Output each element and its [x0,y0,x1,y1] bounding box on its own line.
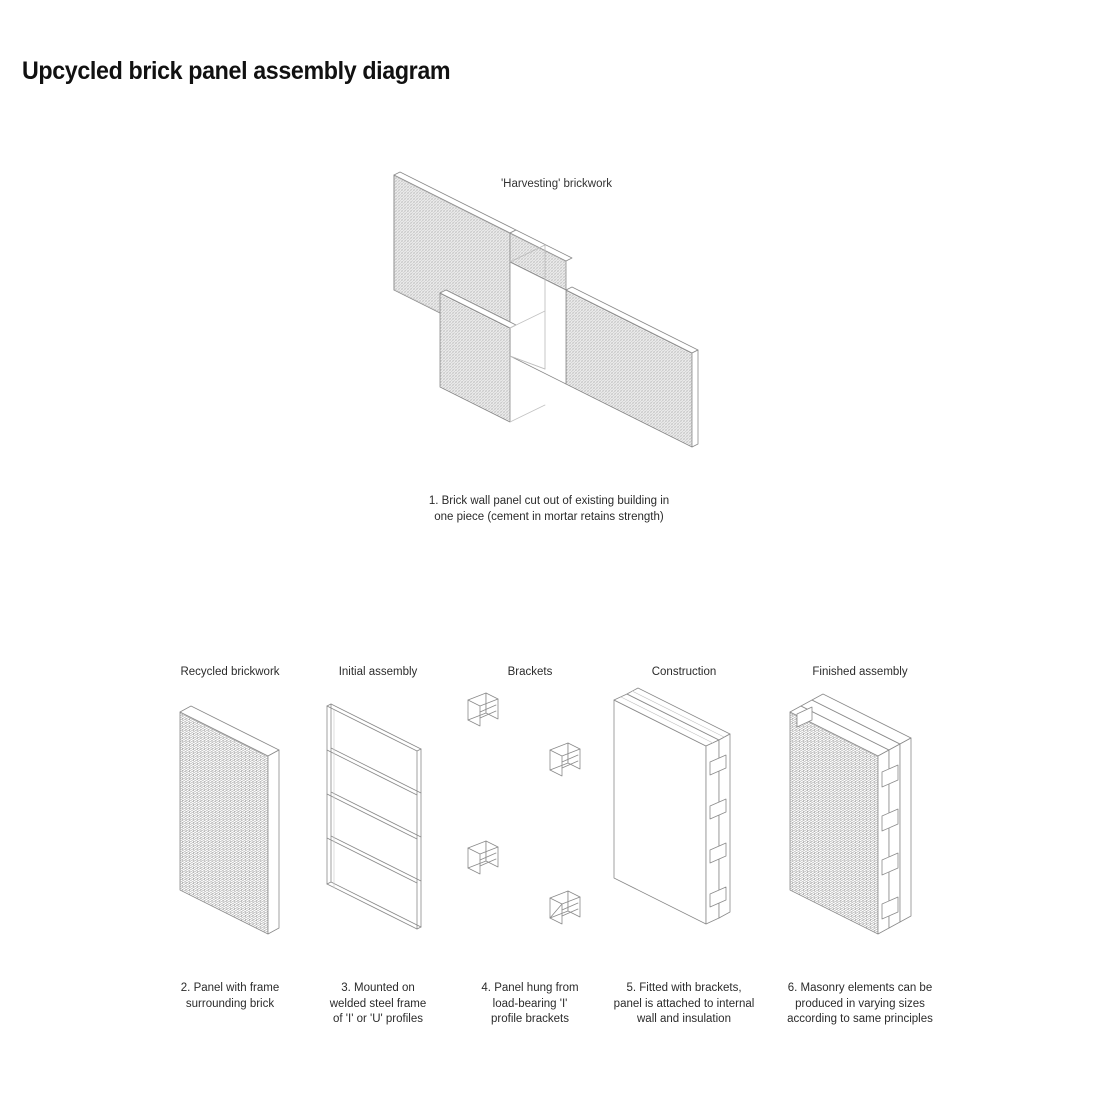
caption-step-5: 5. Fitted with brackets, panel is attach… [613,982,755,1025]
bracket [467,692,499,727]
bracket [549,742,581,777]
bracket [467,840,499,875]
caption-step-1: 1. Brick wall panel cut out of existing … [428,495,670,523]
step-brackets-graphic [467,692,581,925]
caption-step-4: 4. Panel hung from load-bearing 'I' prof… [481,982,579,1025]
step-finished-assembly-graphic [789,693,912,935]
harvesting-wall-figure [393,171,699,448]
caption-step-3: 3. Mounted on welded steel frame of 'I' … [329,982,427,1025]
wall-segment-left [393,171,517,349]
caption-step-2: 2. Panel with frame surrounding brick [180,982,280,1010]
step-construction-graphic [613,687,731,925]
wall-main-body [394,175,566,425]
wall-segment-lower-left [440,293,510,422]
extracted-panel [439,289,546,423]
harvesting-label: 'Harvesting' brickwork [500,178,613,190]
caption-step-6: 6. Masonry elements can be produced in v… [787,982,933,1025]
wall-lintel-band [509,229,573,291]
column-header-brackets: Brackets [507,666,553,678]
cut-void [509,244,567,385]
step-brick-panel-graphic [179,705,280,935]
page-title: Upcycled brick panel assembly diagram [22,57,451,85]
wall-segment-right [565,286,699,448]
column-header-construction: Construction [651,666,717,678]
column-header-initial-assembly: Initial assembly [338,666,418,678]
wall-segment-front-left [440,293,510,422]
bracket [549,890,581,925]
step-steel-frame-graphic [326,703,422,930]
column-header-recycled-brickwork: Recycled brickwork [180,666,280,678]
column-header-finished-assembly: Finished assembly [812,666,908,678]
